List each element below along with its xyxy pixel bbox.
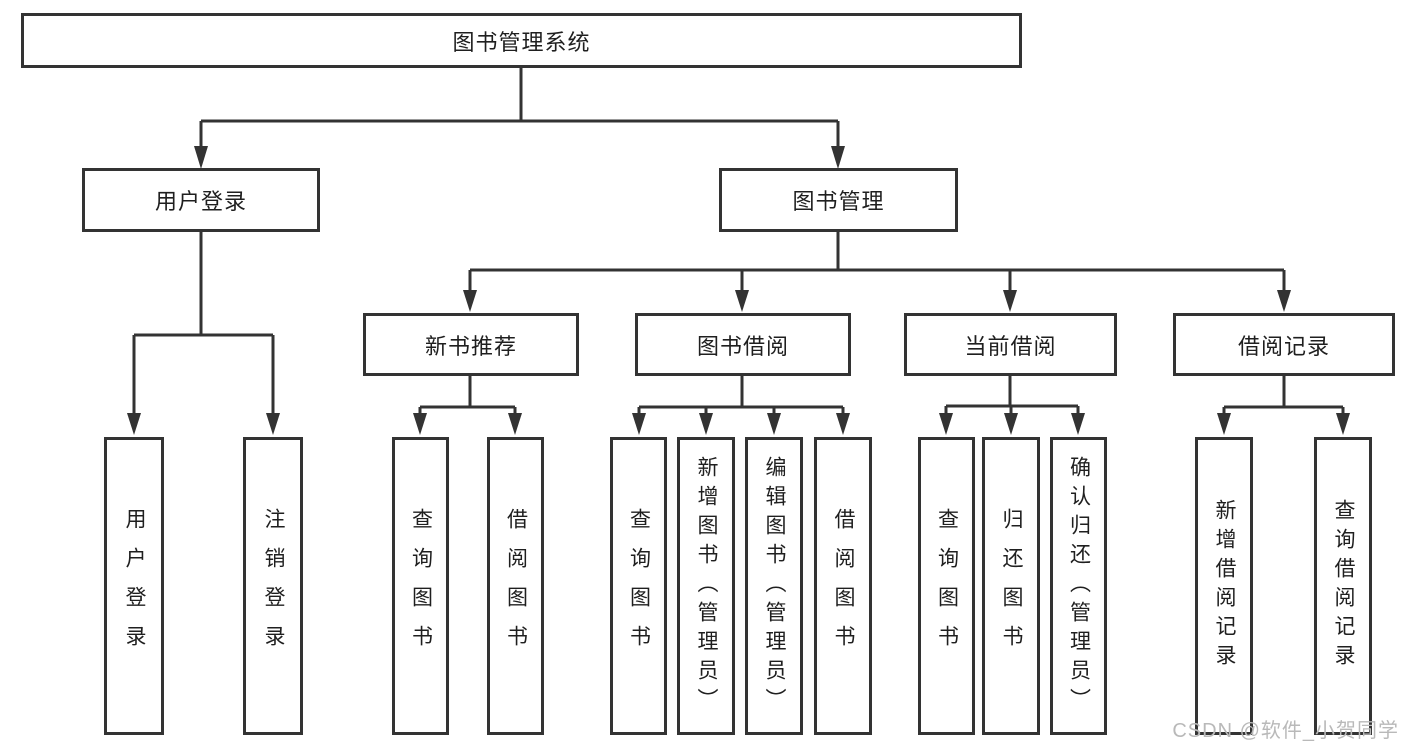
node-borrow-records: 借阅记录 — [1173, 313, 1395, 376]
connector-borrowrecord-to-leaves — [1217, 376, 1350, 435]
node-label: 图书管理 — [792, 189, 885, 214]
leaf-search-borrow-record: 查询借阅记录 — [1314, 437, 1372, 735]
connector-currentborrow-to-leaves — [939, 376, 1085, 435]
leaf-confirm-return-admin: 确认归还（管理员） — [1050, 437, 1107, 735]
connector-bookmgmt-to-level2 — [463, 232, 1291, 312]
connector-root-to-level1 — [194, 68, 845, 169]
leaf-edit-book-admin: 编辑图书（管理员） — [745, 437, 803, 735]
leaf-label: 借阅图书 — [504, 508, 528, 664]
node-label: 借阅记录 — [1237, 333, 1330, 359]
leaf-label: 查询图书 — [409, 508, 433, 664]
node-label: 新书推荐 — [424, 333, 517, 359]
leaf-search-book: 查询图书 — [392, 437, 449, 735]
node-book-borrow: 图书借阅 — [635, 313, 851, 376]
leaf-search-book: 查询图书 — [610, 437, 667, 735]
leaf-add-borrow-record: 新增借阅记录 — [1195, 437, 1253, 735]
leaf-logout: 注销登录 — [243, 437, 303, 735]
node-current-borrow: 当前借阅 — [904, 313, 1117, 376]
leaf-borrow-book: 借阅图书 — [487, 437, 544, 735]
leaf-label: 查询图书 — [627, 508, 651, 664]
node-library-management-system: 图书管理系统 — [21, 13, 1022, 68]
leaf-label: 新增借阅记录 — [1213, 499, 1236, 673]
node-label: 图书管理系统 — [452, 29, 591, 55]
node-label: 当前借阅 — [964, 333, 1057, 359]
leaf-label: 注销登录 — [262, 508, 285, 664]
leaf-label: 编辑图书（管理员） — [763, 455, 786, 717]
leaf-search-book: 查询图书 — [918, 437, 975, 735]
leaf-label: 新增图书（管理员） — [695, 455, 718, 717]
node-user-login: 用户登录 — [82, 168, 320, 232]
node-label: 图书借阅 — [696, 333, 789, 359]
connector-userlogin-to-leaves — [127, 232, 280, 435]
connector-bookborrow-to-leaves — [632, 376, 850, 435]
leaf-label: 确认归还（管理员） — [1067, 455, 1091, 717]
connector-newbook-to-leaves — [413, 376, 522, 435]
csdn-watermark: CSDN @软件_小贺同学 — [1172, 720, 1399, 742]
leaf-return-book: 归还图书 — [982, 437, 1040, 735]
leaf-add-book-admin: 新增图书（管理员） — [677, 437, 735, 735]
leaf-label: 用户登录 — [123, 508, 146, 664]
leaf-label: 归还图书 — [1000, 508, 1023, 664]
leaf-user-login: 用户登录 — [104, 437, 164, 735]
leaf-label: 查询图书 — [935, 508, 959, 664]
node-label: 用户登录 — [154, 189, 247, 214]
leaf-label: 查询借阅记录 — [1332, 499, 1355, 673]
leaf-label: 借阅图书 — [832, 508, 855, 664]
node-book-management: 图书管理 — [719, 168, 958, 232]
leaf-borrow-book: 借阅图书 — [814, 437, 872, 735]
node-new-book-recommend: 新书推荐 — [363, 313, 579, 376]
